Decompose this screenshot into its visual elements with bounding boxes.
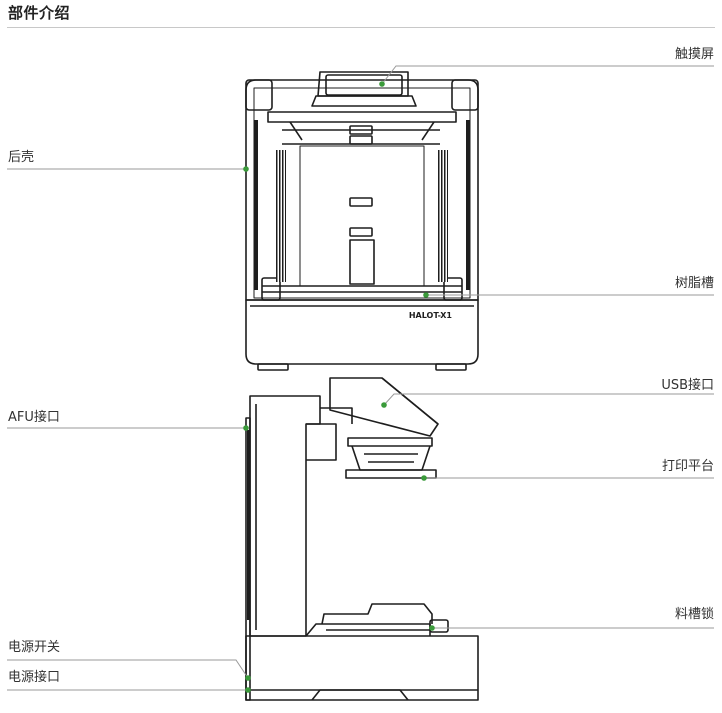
dot-power-port [245, 687, 251, 693]
callout-dots [243, 81, 435, 693]
dot-power-switch [245, 675, 251, 681]
leader-usb-port [383, 393, 714, 406]
page-title: 部件介绍 [8, 4, 71, 22]
label-touchscreen: 触摸屏 [674, 47, 714, 62]
label-usb-port: USB接口 [661, 378, 714, 393]
front-left-column [276, 150, 286, 282]
label-build-platform: 打印平台 [661, 459, 714, 474]
label-rear-shell: 后壳 [8, 150, 35, 165]
side-vent-strip [247, 430, 250, 620]
side-view-printer [245, 377, 479, 701]
label-resin-vat: 树脂槽 [674, 276, 714, 291]
front-right-column [438, 150, 448, 282]
leader-power-switch [7, 659, 249, 679]
dot-rear-shell [243, 166, 249, 172]
model-badge: HALOT-X1 [409, 311, 453, 320]
dot-build-platform [421, 475, 427, 481]
front-right-rail [466, 120, 470, 290]
dot-afu-port [243, 425, 249, 431]
leader-lines [7, 65, 714, 691]
label-vat-lock: 料槽锁 [674, 607, 714, 622]
dot-vat-lock [429, 625, 435, 631]
title-divider [7, 27, 715, 28]
dot-touchscreen [379, 81, 385, 87]
label-power-switch: 电源开关 [8, 640, 61, 655]
leader-touchscreen [381, 65, 714, 85]
dot-usb-port [381, 402, 387, 408]
front-left-rail [254, 120, 258, 290]
label-afu-port: AFU接口 [8, 410, 60, 425]
label-power-port: 电源接口 [8, 670, 61, 685]
dot-resin-vat [423, 292, 429, 298]
front-view-printer [245, 71, 479, 371]
